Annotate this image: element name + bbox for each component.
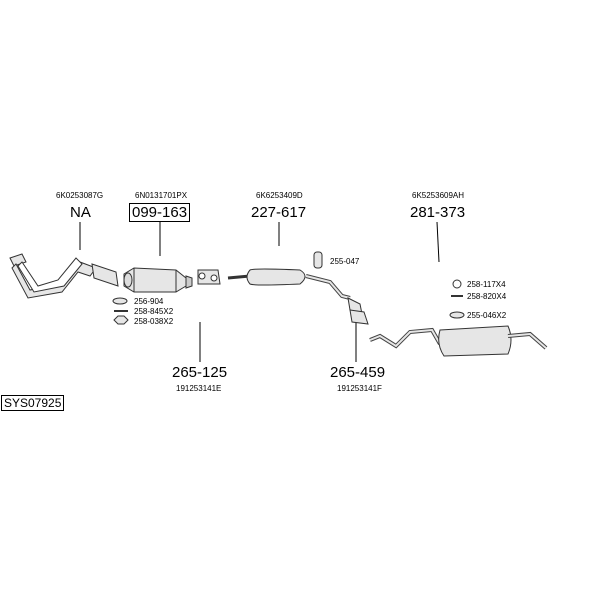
oe-number-pipe-front: 191253141E [176, 384, 222, 393]
pipe-clamp [197, 269, 221, 285]
middle-silencer [227, 268, 351, 300]
catalytic-converter [123, 267, 193, 293]
front-pipe [9, 253, 119, 299]
part-number-rear-silencer: 281-373 [410, 204, 466, 221]
nut-icon [113, 315, 129, 325]
oe-number-middle-silencer: 6K6253409D [256, 191, 303, 200]
part-label-258-117x4: 258-117X4 [467, 280, 506, 289]
system-code: SYS07925 [1, 395, 65, 411]
part-label-258-845x2: 258-845X2 [134, 307, 174, 316]
oe-number-rear-silencer: 6K5253609AH [412, 191, 465, 200]
ring-icon [452, 279, 462, 289]
clamp-icon-rear [449, 311, 465, 319]
part-label-258-820x4: 258-820X4 [467, 292, 507, 301]
part-number-pipe-front: 265-125 [172, 364, 228, 381]
connecting-pipe [347, 297, 369, 325]
hanger [313, 251, 323, 269]
gasket-icon [112, 297, 128, 305]
part-label-258-038x2: 258-038X2 [134, 317, 174, 326]
rear-silencer [369, 325, 548, 357]
part-label-255-047: 255-047 [330, 257, 360, 266]
oe-number-front-pipe: 6K0253087G [56, 191, 104, 200]
part-number-middle-silencer: 227-617 [251, 204, 307, 221]
part-number-pipe-middle: 265-459 [330, 364, 386, 381]
part-label-256-904: 256-904 [134, 297, 164, 306]
oe-number-catalyst: 6N0131701PX [135, 191, 188, 200]
leader-281-373 [436, 221, 440, 263]
part-label-255-046x2: 255-046X2 [467, 311, 507, 320]
part-number-front-pipe: NA [70, 204, 91, 221]
part-number-catalyst: 099-163 [129, 203, 191, 222]
oe-number-pipe-middle: 191253141F [337, 384, 382, 393]
